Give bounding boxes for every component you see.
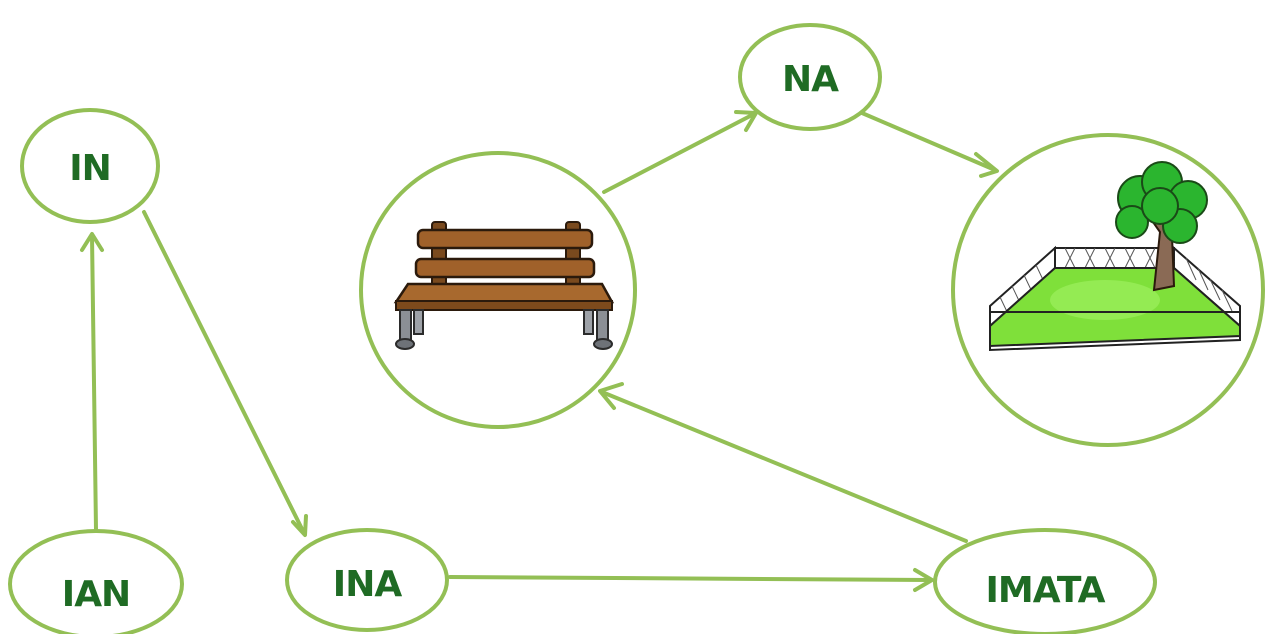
node-label-imata: IMATA xyxy=(986,570,1106,611)
arrowhead-icon xyxy=(598,382,624,410)
edge-in-to-ina xyxy=(142,210,306,535)
node-in: IN xyxy=(20,108,160,224)
node-park xyxy=(951,133,1265,447)
node-label-ina: INA xyxy=(333,564,403,605)
edge-ina-to-imata xyxy=(448,575,932,582)
edge-ian-to-in xyxy=(90,234,98,532)
edge-imata-to-bench xyxy=(600,390,968,543)
node-label-na: NA xyxy=(782,59,839,100)
arrowhead-icon xyxy=(913,568,934,592)
node-imata: IMATA xyxy=(933,528,1157,634)
edge-bench-to-na xyxy=(602,112,756,194)
node-ian: IAN xyxy=(8,529,184,634)
arrowhead-icon xyxy=(291,514,308,537)
edges xyxy=(80,110,999,592)
bench-icon xyxy=(393,221,615,350)
arrowhead-icon xyxy=(974,152,999,178)
arrowhead-icon xyxy=(734,110,758,132)
edge-na-to-park xyxy=(860,111,997,172)
node-bench xyxy=(359,151,637,429)
node-na: NA xyxy=(738,23,882,131)
node-label-in: IN xyxy=(69,148,111,189)
arrowhead-icon xyxy=(80,232,104,252)
park-icon xyxy=(989,161,1241,352)
node-label-ian: IAN xyxy=(62,574,130,615)
node-ina: INA xyxy=(285,528,449,632)
